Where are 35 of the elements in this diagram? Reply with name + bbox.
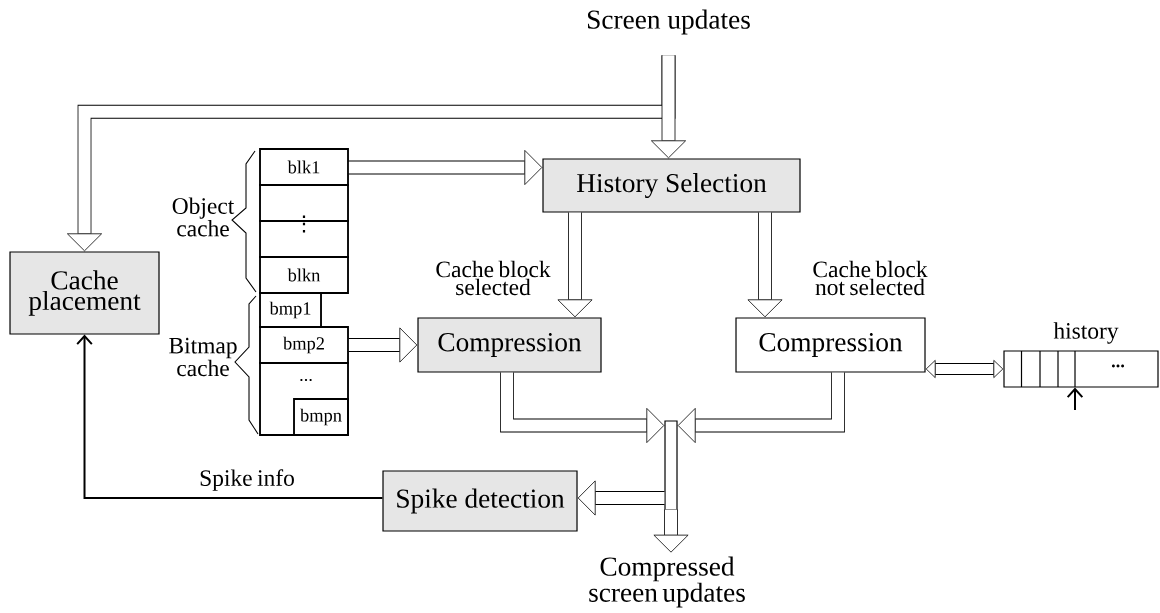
hollow-arrow	[348, 150, 543, 185]
process-box: History Selection	[542, 158, 801, 213]
text-label: Screen updates	[588, 9, 750, 35]
hollow-arrow	[348, 327, 418, 363]
process-box: Cache placement	[9, 251, 160, 335]
text-label: Bitmap cache	[169, 337, 237, 377]
edge-label: Cache block selected	[436, 260, 551, 296]
process-box: Spike detection	[382, 470, 578, 532]
process-box: Compression	[735, 317, 926, 373]
hollow-arrow	[747, 212, 783, 318]
cache-cell: bmp2	[259, 326, 349, 364]
hollow-arrow	[925, 359, 1004, 379]
hollow-arrow	[677, 372, 845, 443]
junction-bar	[664, 420, 678, 511]
process-box: Compression	[417, 317, 602, 373]
hollow-arrow	[557, 212, 593, 318]
cache-cell: blkn	[259, 256, 349, 294]
cache-cell	[259, 184, 349, 222]
cache-cell: bmp1	[259, 292, 322, 328]
node-label: history	[1053, 322, 1119, 344]
hollow-arrow	[651, 55, 686, 159]
arrow	[1066, 387, 1084, 411]
cache-cell: bmpn	[293, 398, 349, 436]
edge-label: Cache block not selected	[813, 260, 928, 296]
arrow	[76, 334, 384, 499]
text-label: ⋮	[302, 215, 306, 233]
edge-label: Spike info	[200, 469, 294, 491]
text-label: Compressed screen updates	[589, 556, 745, 608]
cache-cell	[259, 220, 349, 258]
hollow-arrow	[653, 509, 689, 553]
cache-cell: blk1	[259, 148, 349, 186]
text-label: Object cache	[172, 197, 235, 237]
history-buffer: ...	[1003, 350, 1159, 388]
hollow-arrow	[577, 480, 665, 516]
hollow-arrow	[500, 372, 665, 443]
